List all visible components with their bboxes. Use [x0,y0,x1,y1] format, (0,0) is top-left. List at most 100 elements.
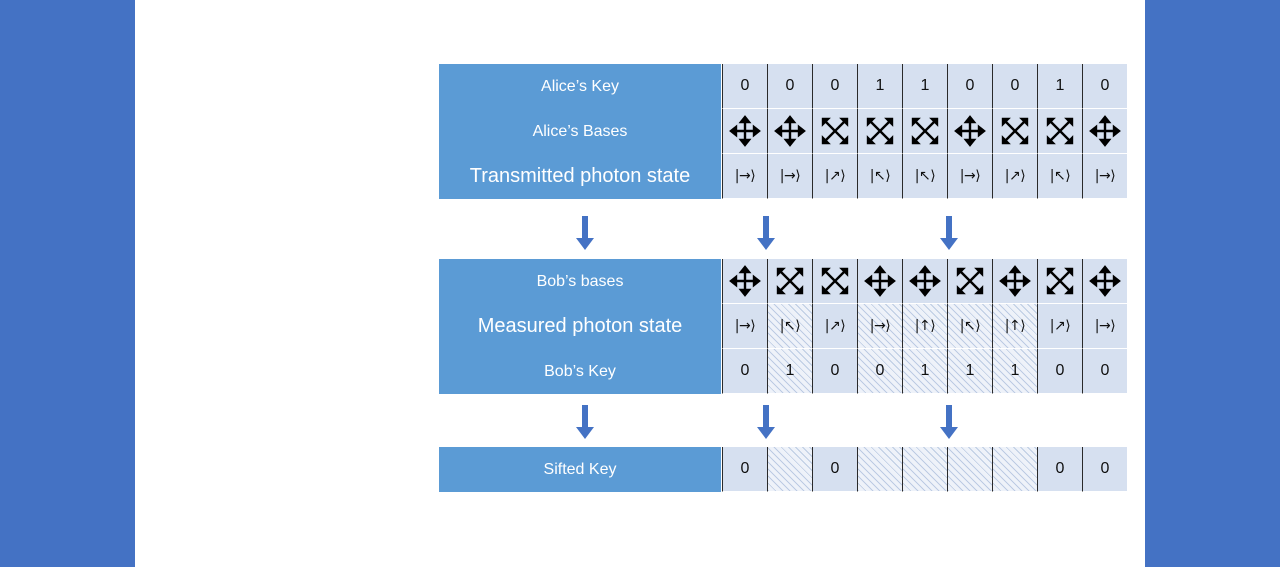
table-cell: |→⟩ [1082,304,1127,349]
down-arrow-icon [940,405,958,439]
table-cell [812,259,857,304]
rectilinear-basis-icon [954,115,986,147]
diagonal-basis-icon [821,117,849,145]
rectilinear-basis-icon [774,115,806,147]
table-cell [992,259,1037,304]
diagonal-basis-icon [1046,267,1074,295]
table-cell [902,447,947,492]
table-cell: |↖⟩ [947,304,992,349]
table-cell [1082,259,1127,304]
table-cell: |↗⟩ [1037,304,1082,349]
table-cell: 0 [992,64,1037,109]
table-cell: |→⟩ [947,154,992,199]
row-label: Alice’s Key [439,64,722,109]
left-side-panel [0,0,135,567]
rectilinear-basis-icon [1089,115,1121,147]
table-cell: 0 [812,447,857,492]
table-cell [992,447,1037,492]
table-cell [947,447,992,492]
table-cell: 0 [1082,447,1127,492]
table-cell: |→⟩ [857,304,902,349]
table-cell: |↗⟩ [992,154,1037,199]
diagonal-basis-icon [821,267,849,295]
down-arrow-icon [757,405,775,439]
measured-state-row: Measured photon state |→⟩|↖⟩|↗⟩|→⟩|↑⟩|↖⟩… [439,304,1127,349]
table-cell: |↖⟩ [902,154,947,199]
transmitted-state-row: Transmitted photon state |→⟩|→⟩|↗⟩|↖⟩|↖⟩… [439,154,1127,199]
row-label: Bob’s bases [439,259,722,304]
diagonal-basis-icon [1046,117,1074,145]
alice-bases-row: Alice’s Bases [439,109,1127,154]
table-cell: |→⟩ [722,304,767,349]
down-arrow-icon [576,216,594,250]
table-cell: |↑⟩ [902,304,947,349]
table-cell: 1 [992,349,1037,394]
table-cell: 0 [1082,349,1127,394]
row-label: Sifted Key [439,447,722,492]
table-cell: |↖⟩ [1037,154,1082,199]
rectilinear-basis-icon [1089,265,1121,297]
table-cell: 1 [1037,64,1082,109]
table-cell: 0 [812,64,857,109]
diagonal-basis-icon [866,117,894,145]
table-cell: 0 [722,447,767,492]
table-cell: |→⟩ [722,154,767,199]
row-label: Transmitted photon state [439,154,722,199]
row-label: Bob’s Key [439,349,722,394]
table-cell: 0 [947,64,992,109]
table-cell: |↗⟩ [812,154,857,199]
down-arrow-icon [940,216,958,250]
rectilinear-basis-icon [864,265,896,297]
table-cell [857,447,902,492]
diagonal-basis-icon [776,267,804,295]
table-cell: 1 [902,349,947,394]
table-cell: 0 [722,64,767,109]
down-arrow-icon [757,216,775,250]
table-cell [992,109,1037,154]
rectilinear-basis-icon [729,115,761,147]
diagonal-basis-icon [1001,117,1029,145]
table-cell: 1 [947,349,992,394]
row-label: Alice’s Bases [439,109,722,154]
table-cell [902,259,947,304]
table-cell [767,447,812,492]
rectilinear-basis-icon [999,265,1031,297]
table-cell: 0 [857,349,902,394]
table-cell: 1 [902,64,947,109]
table-cell [722,109,767,154]
table-cell: |↗⟩ [812,304,857,349]
rectilinear-basis-icon [729,265,761,297]
diagonal-basis-icon [911,117,939,145]
table-cell: |→⟩ [767,154,812,199]
diagonal-basis-icon [956,267,984,295]
table-cell: 0 [767,64,812,109]
rectilinear-basis-icon [909,265,941,297]
table-cell [767,109,812,154]
table-cell [857,109,902,154]
table-cell: 1 [767,349,812,394]
table-cell: |→⟩ [1082,154,1127,199]
table-cell [947,109,992,154]
table-cell [767,259,812,304]
table-cell: 0 [1082,64,1127,109]
bob-bases-row: Bob’s bases [439,259,1127,304]
table-cell: |↑⟩ [992,304,1037,349]
table-cell: 0 [812,349,857,394]
table-cell [947,259,992,304]
table-cell [1037,259,1082,304]
row-label: Measured photon state [439,304,722,349]
table-cell [722,259,767,304]
table-cell: 0 [1037,447,1082,492]
table-cell: |↖⟩ [767,304,812,349]
table-cell: 0 [722,349,767,394]
table-cell: 1 [857,64,902,109]
table-cell [1082,109,1127,154]
table-cell: |↖⟩ [857,154,902,199]
table-cell [1037,109,1082,154]
table-cell: 0 [1037,349,1082,394]
right-side-panel [1145,0,1280,567]
table-cell [902,109,947,154]
